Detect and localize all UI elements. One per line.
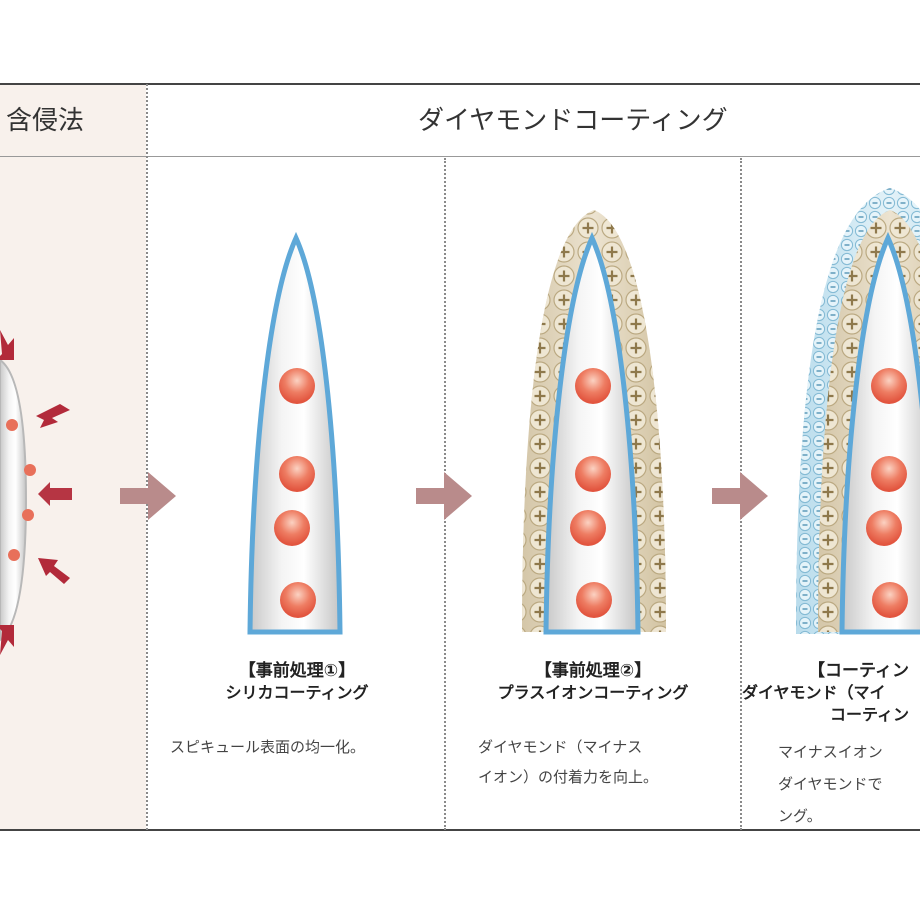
header-diamond-coating: ダイヤモンドコーティング bbox=[418, 106, 728, 136]
step-3-title: 【コーティン bbox=[808, 661, 909, 681]
penetration-arrows bbox=[0, 330, 72, 655]
top-border bbox=[0, 83, 920, 85]
strand-diamond-coating bbox=[796, 188, 920, 635]
step-2-description-line: ダイヤモンド（マイナス bbox=[478, 738, 643, 756]
header-divider bbox=[0, 156, 920, 157]
right-arrow-icon bbox=[120, 472, 176, 520]
header-left-label: 含侵法 bbox=[6, 106, 85, 136]
step-1-title: 【事前処理①】 bbox=[238, 661, 356, 681]
step-2-description: ダイヤモンド（マイナス イオン）の付着力を向上。 bbox=[478, 732, 658, 792]
strand-silica-coating bbox=[247, 231, 343, 635]
step-3-description-line: マイナスイオン bbox=[778, 743, 883, 761]
step-1-description-line: スピキュール表面の均一化。 bbox=[170, 738, 366, 756]
step-2-subtitle: プラスイオンコーティング bbox=[497, 683, 689, 702]
bottom-border bbox=[0, 829, 920, 831]
step-1-caption: 【事前処理①】 シリカコーティング bbox=[150, 660, 444, 704]
left-strand-illustration bbox=[0, 330, 72, 655]
step-3-description: マイナスイオン ダイヤモンドで ング。 bbox=[778, 736, 920, 832]
right-arrow-icon bbox=[416, 472, 472, 520]
step-2-title: 【事前処理②】 bbox=[534, 661, 652, 681]
step-3-caption: 【コーティン ダイヤモンド（マイ コーティン bbox=[742, 660, 920, 726]
step-3-description-line: ング。 bbox=[778, 807, 822, 825]
step-3-subtitle-line: コーティン bbox=[830, 705, 910, 724]
step-3-description-line: ダイヤモンドで bbox=[778, 775, 883, 793]
divider-left-panel bbox=[146, 84, 148, 830]
step-2-caption: 【事前処理②】 プラスイオンコーティング bbox=[446, 660, 740, 704]
step-1-description: スピキュール表面の均一化。 bbox=[170, 732, 365, 762]
step-1-subtitle: シリカコーティング bbox=[225, 683, 369, 702]
step-2-description-line: イオン）の付着力を向上。 bbox=[478, 768, 659, 786]
strand-plus-ion-coating bbox=[522, 210, 666, 635]
right-arrow-icon bbox=[712, 472, 768, 520]
step-3-subtitle-line: ダイヤモンド（マイ bbox=[742, 683, 886, 702]
